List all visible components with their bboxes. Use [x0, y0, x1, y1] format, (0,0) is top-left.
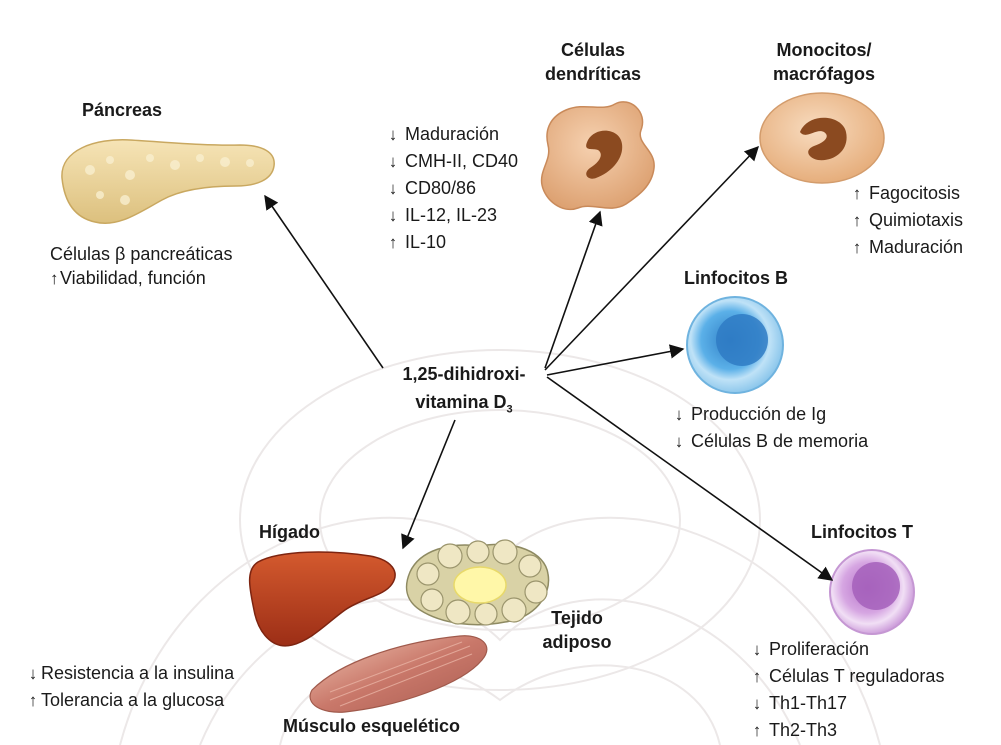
up-arrow-icon: ↑: [28, 688, 38, 714]
down-arrow-icon: ↓: [672, 402, 686, 428]
dendritic-effect-2: ↓CMH-II, CD40: [386, 148, 518, 175]
dendritic-effect-3: ↓CD80/86: [386, 175, 518, 202]
dendritic-effects: ↓Maduración ↓CMH-II, CD40 ↓CD80/86 ↓IL-1…: [386, 121, 518, 256]
tcells-effects: ↓Proliferación ↑Células T reguladoras ↓T…: [750, 636, 944, 744]
vitamin-d-label: 1,25-dihidroxi- vitamina D3: [378, 360, 550, 424]
tcells-text-3: Th1-Th17: [769, 693, 847, 713]
dendritic-title-line1: Células: [520, 38, 666, 62]
pancreas-text-1: Células β pancreáticas: [50, 244, 232, 264]
adipose-tissue-illustration: [407, 540, 549, 625]
up-arrow-icon: ↑: [850, 181, 864, 207]
down-arrow-icon: ↓: [28, 661, 38, 687]
muscle-title: Músculo esquelético: [283, 714, 460, 738]
tcells-effect-4: ↑Th2-Th3: [750, 717, 944, 744]
tcells-text-4: Th2-Th3: [769, 720, 837, 740]
bcells-effect-2: ↓Células B de memoria: [672, 428, 868, 455]
up-arrow-icon: ↑: [850, 235, 864, 261]
monocytes-text-2: Quimiotaxis: [869, 210, 963, 230]
skeletal-muscle-illustration: [310, 636, 487, 712]
macrophage-illustration: [760, 93, 884, 183]
dendritic-text-3: CD80/86: [405, 178, 476, 198]
vitamin-d-subscript: 3: [506, 404, 512, 416]
pancreas-effect-1: Células β pancreáticas: [50, 241, 232, 267]
tcells-text-2: Células T reguladoras: [769, 666, 944, 686]
tcells-effect-1: ↓Proliferación: [750, 636, 944, 663]
b-lymphocyte-illustration: [687, 297, 783, 393]
down-arrow-icon: ↓: [386, 176, 400, 202]
monocytes-title-line2: macrófagos: [754, 62, 894, 86]
tcells-effect-2: ↑Células T reguladoras: [750, 663, 944, 690]
monocytes-title-line1: Monocitos/: [754, 38, 894, 62]
arrow-to-dendritic-cells: [545, 212, 600, 368]
metabolic-text-1: Resistencia a la insulina: [41, 663, 234, 683]
dendritic-text-2: CMH-II, CD40: [405, 151, 518, 171]
down-arrow-icon: ↓: [750, 691, 764, 717]
up-arrow-icon: ↑: [750, 664, 764, 690]
liver-title: Hígado: [259, 520, 320, 544]
bcells-text-2: Células B de memoria: [691, 431, 868, 451]
dendritic-text-5: IL-10: [405, 232, 446, 252]
tcells-effect-3: ↓Th1-Th17: [750, 690, 944, 717]
down-arrow-icon: ↓: [750, 637, 764, 663]
bcells-title: Linfocitos B: [684, 266, 788, 290]
down-arrow-icon: ↓: [386, 203, 400, 229]
tcells-title: Linfocitos T: [811, 520, 913, 544]
down-arrow-icon: ↓: [672, 429, 686, 455]
adipose-title-line1: Tejido: [540, 606, 614, 630]
metabolic-text-2: Tolerancia a la glucosa: [41, 690, 224, 710]
monocytes-effect-2: ↑Quimiotaxis: [850, 207, 963, 234]
bcells-effects: ↓Producción de Ig ↓Células B de memoria: [672, 401, 868, 455]
t-lymphocyte-illustration: [830, 550, 914, 634]
down-arrow-icon: ↓: [386, 122, 400, 148]
tcells-text-1: Proliferación: [769, 639, 869, 659]
up-arrow-icon: ↑: [386, 230, 400, 256]
vitamin-d-name: vitamina D: [415, 392, 506, 412]
adipose-title: Tejido adiposo: [540, 606, 614, 654]
pancreas-illustration: [62, 140, 274, 224]
adipose-title-line2: adiposo: [540, 630, 614, 654]
bcells-effect-1: ↓Producción de Ig: [672, 401, 868, 428]
monocytes-text-3: Maduración: [869, 237, 963, 257]
pancreas-text-2: Viabilidad, función: [60, 268, 206, 288]
down-arrow-icon: ↓: [386, 149, 400, 175]
up-arrow-icon: ↑: [50, 266, 58, 292]
up-arrow-icon: ↑: [850, 208, 864, 234]
dendritic-effect-5: ↑IL-10: [386, 229, 518, 256]
metabolic-effect-1: ↓Resistencia a la insulina: [28, 660, 234, 687]
dendritic-effect-4: ↓IL-12, IL-23: [386, 202, 518, 229]
vitamin-d-line1: 1,25-dihidroxi-: [378, 360, 550, 388]
metabolic-effect-2: ↑Tolerancia a la glucosa: [28, 687, 234, 714]
monocytes-effects: ↑Fagocitosis ↑Quimiotaxis ↑Maduración: [850, 180, 963, 261]
monocytes-effect-1: ↑Fagocitosis: [850, 180, 963, 207]
dendritic-title: Células dendríticas: [520, 38, 666, 86]
metabolic-effects: ↓Resistencia a la insulina ↑Tolerancia a…: [28, 660, 234, 714]
arrow-to-metabolic-tissues: [403, 420, 455, 548]
arrow-to-pancreas: [265, 196, 383, 368]
up-arrow-icon: ↑: [750, 718, 764, 744]
pancreas-title: Páncreas: [82, 98, 162, 122]
bcells-text-1: Producción de Ig: [691, 404, 826, 424]
dendritic-effect-1: ↓Maduración: [386, 121, 518, 148]
vitamin-d-line2: vitamina D3: [378, 388, 550, 424]
dendritic-title-line2: dendríticas: [520, 62, 666, 86]
dendritic-text-1: Maduración: [405, 124, 499, 144]
monocytes-title: Monocitos/ macrófagos: [754, 38, 894, 86]
dendritic-text-4: IL-12, IL-23: [405, 205, 497, 225]
monocytes-text-1: Fagocitosis: [869, 183, 960, 203]
pancreas-effect-2: ↑Viabilidad, función: [50, 265, 206, 292]
arrow-to-b-lymphocytes: [547, 349, 683, 375]
dendritic-cell-illustration: [542, 102, 655, 210]
monocytes-effect-3: ↑Maduración: [850, 234, 963, 261]
